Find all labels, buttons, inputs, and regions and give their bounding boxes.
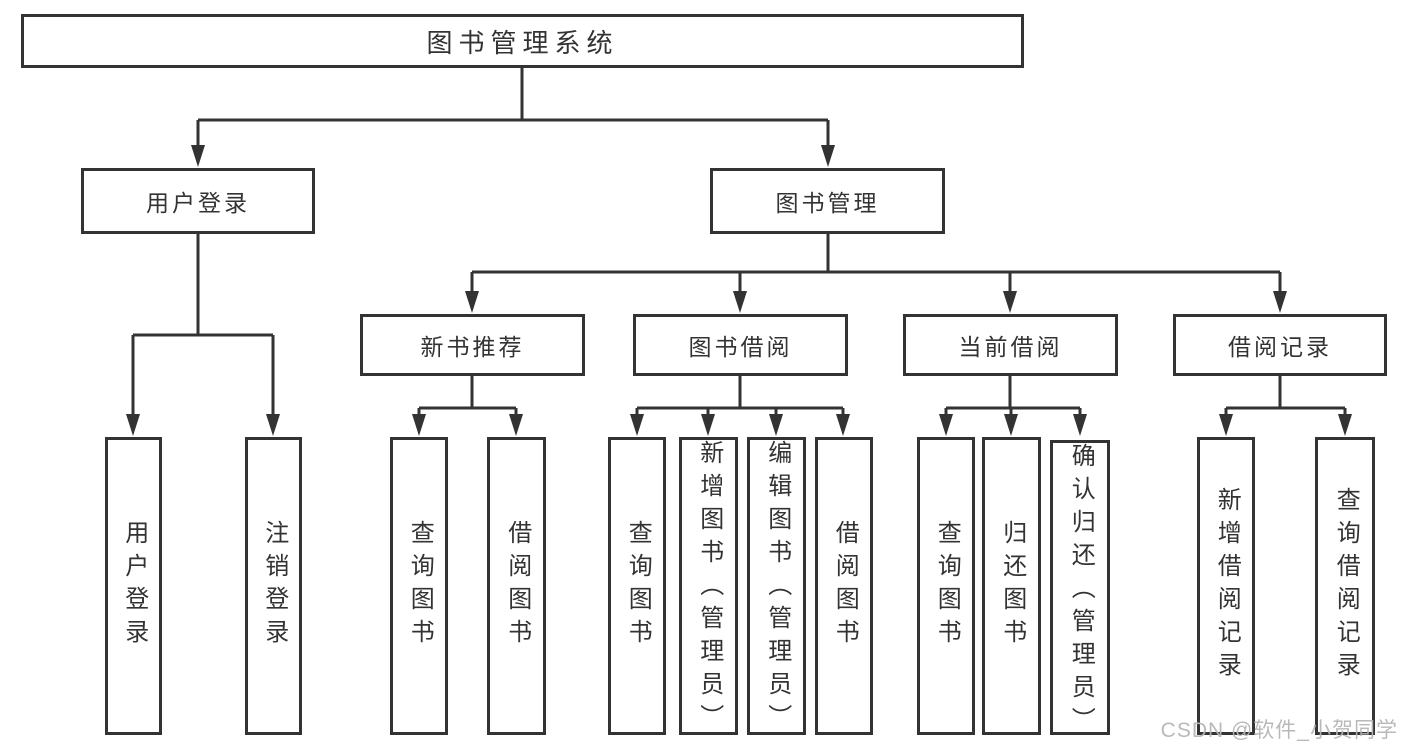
node-label: 确认归还（管理员） [1067, 443, 1095, 740]
node-label: 借阅图书 [831, 520, 859, 652]
node-book-borrowing: 图书借阅 [633, 314, 848, 376]
node-label: 用户登录 [146, 190, 250, 216]
node-user-login: 用户登录 [81, 168, 315, 234]
node-current-borrowing: 当前借阅 [903, 314, 1118, 376]
node-label: 查询图书 [624, 520, 652, 652]
node-label: 查询借阅记录 [1332, 487, 1360, 685]
node-confirm-return-admin: 确认归还（管理员） [1050, 440, 1110, 740]
node-query-borrow-record: 查询借阅记录 [1315, 437, 1375, 735]
node-query-books-recommend: 查询图书 [390, 437, 448, 735]
node-label: 图书管理系统 [426, 27, 619, 58]
node-add-books-admin: 新增图书（管理员） [679, 437, 738, 737]
node-user-login-action: 用户登录 [105, 437, 162, 735]
node-label: 编辑图书（管理员） [763, 440, 791, 737]
node-borrow-books-recommend: 借阅图书 [487, 437, 546, 735]
node-label: 图书管理 [775, 190, 880, 216]
node-query-books-current: 查询图书 [917, 437, 975, 735]
node-edit-books-admin: 编辑图书（管理员） [747, 437, 806, 737]
node-label: 借阅图书 [503, 520, 531, 652]
node-label: 归还图书 [998, 520, 1026, 652]
node-label: 用户登录 [120, 520, 148, 652]
node-add-borrow-record: 新增借阅记录 [1197, 437, 1255, 735]
node-borrow-books: 借阅图书 [815, 437, 873, 735]
node-label: 图书借阅 [688, 334, 793, 360]
node-label: 新增图书（管理员） [695, 440, 723, 737]
node-label: 当前借阅 [958, 334, 1063, 360]
node-label: 查询图书 [406, 520, 434, 652]
node-new-book-recommendation: 新书推荐 [360, 314, 585, 376]
csdn-watermark: CSDN @软件_小贺同学 [1160, 719, 1398, 742]
node-borrowing-records: 借阅记录 [1173, 314, 1387, 376]
node-label: 新增借阅记录 [1213, 487, 1241, 685]
node-label: 查询图书 [933, 520, 961, 652]
node-query-books-borrow: 查询图书 [608, 437, 666, 735]
node-label: 新书推荐 [420, 334, 525, 360]
node-label: 借阅记录 [1228, 334, 1332, 360]
node-book-management: 图书管理 [710, 168, 945, 234]
node-label: 注销登录 [260, 520, 288, 652]
node-library-management-system: 图书管理系统 [21, 14, 1024, 68]
node-return-books: 归还图书 [982, 437, 1041, 735]
node-logout-action: 注销登录 [245, 437, 302, 735]
